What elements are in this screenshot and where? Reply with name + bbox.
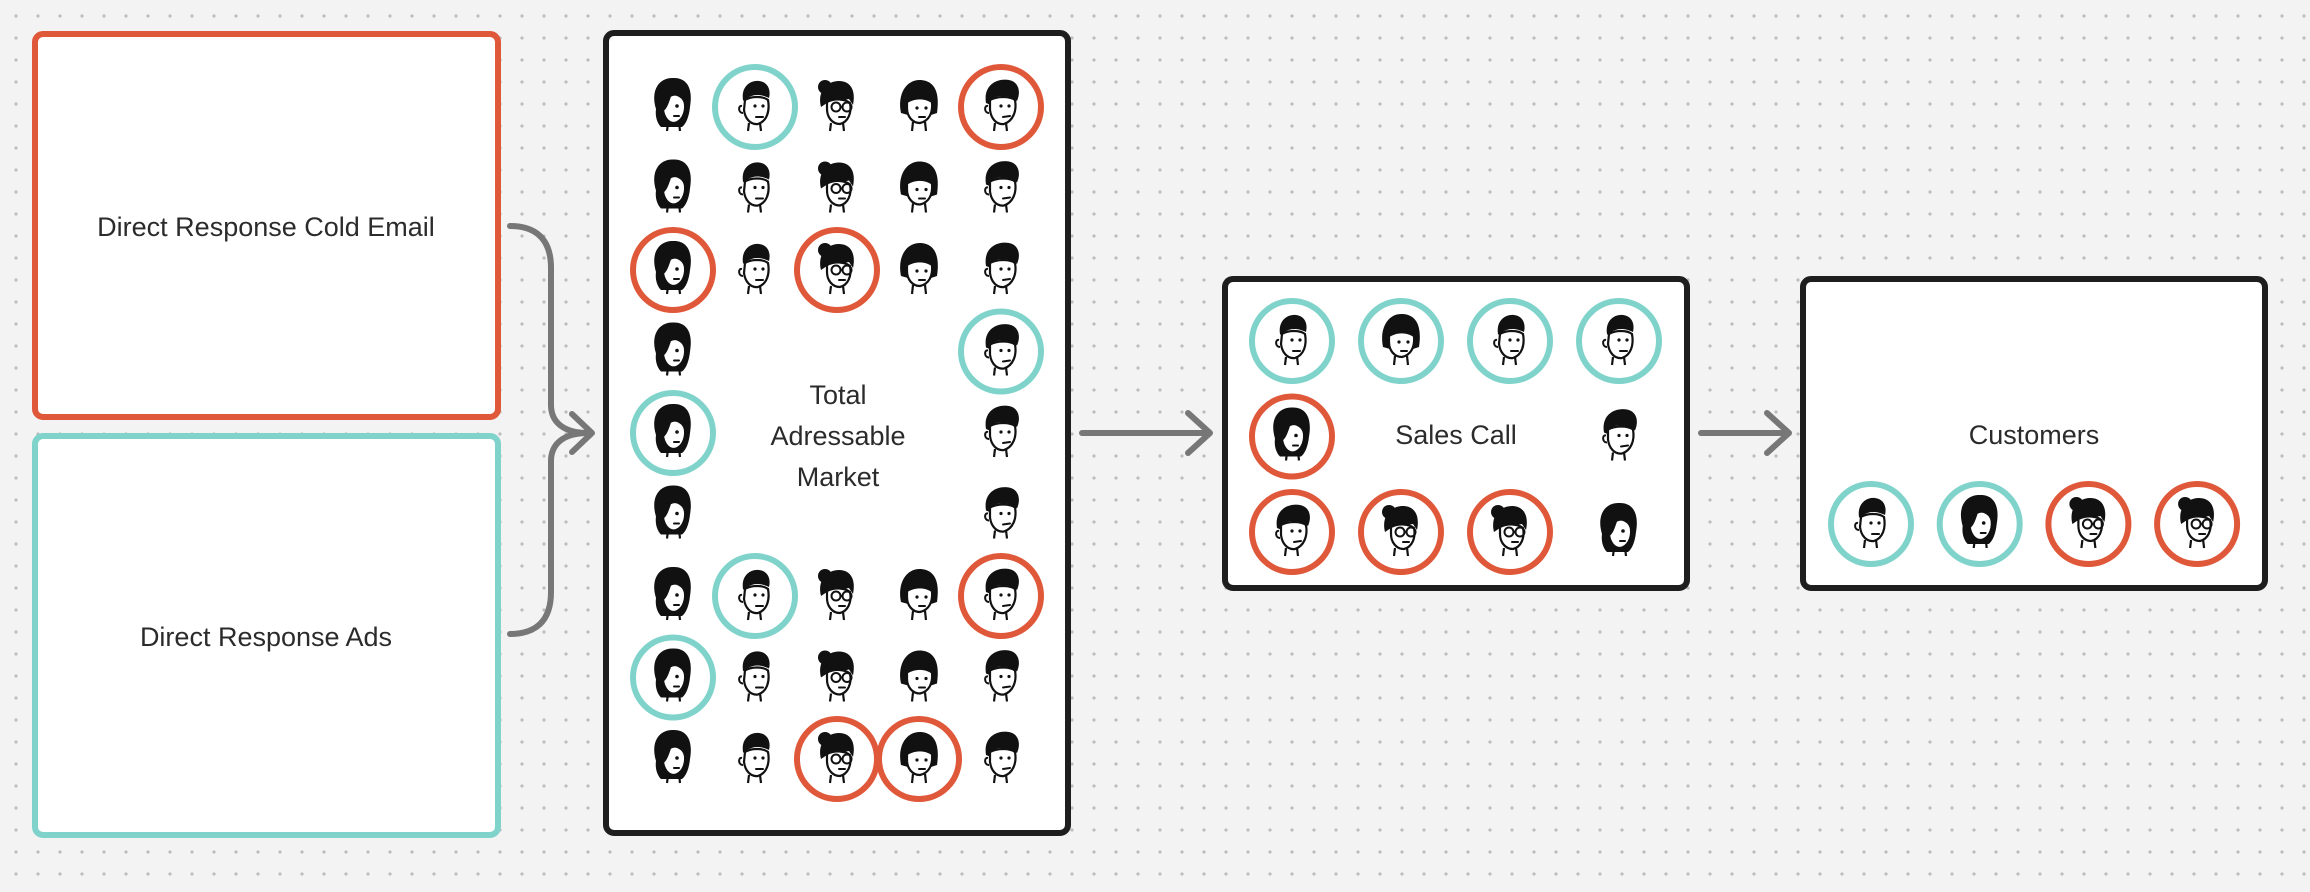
person-icon-ads-ring <box>958 308 1044 395</box>
person-icon <box>653 76 692 133</box>
tam-panel[interactable]: Total Adressable Market <box>603 30 1071 836</box>
person-icon-email-ring <box>876 716 962 802</box>
person-icon <box>653 158 692 214</box>
person-icon <box>653 484 692 540</box>
face-icon <box>653 484 692 540</box>
person-icon-ads-ring <box>1576 298 1662 384</box>
person-icon-ads-ring <box>712 64 798 150</box>
person-icon-ads-ring <box>712 553 798 639</box>
cold-email-label: Direct Response Cold Email <box>97 212 435 242</box>
person-icon-ads-ring <box>1467 298 1553 384</box>
email-connector <box>507 223 591 436</box>
person-icon-email-ring <box>794 227 880 313</box>
person-icon <box>1599 501 1638 558</box>
face-icon <box>653 402 692 459</box>
person-icon-email-ring <box>630 227 716 313</box>
face-icon <box>653 647 692 703</box>
tam-people <box>630 64 1044 802</box>
person-icon <box>653 321 692 377</box>
face-icon <box>653 239 692 296</box>
person-icon <box>653 728 692 785</box>
face-icon <box>653 158 692 214</box>
face-icon <box>1272 406 1311 462</box>
person-icon-email-ring <box>1249 489 1335 575</box>
tam-label-line-3: Market <box>797 462 880 492</box>
customers-people <box>1828 481 2241 567</box>
sales-call-panel[interactable]: Sales Call <box>1222 276 1690 591</box>
sales-call-label: Sales Call <box>1395 420 1517 450</box>
person-icon-ads-ring <box>1358 298 1444 384</box>
tam-label-line-2: Adressable <box>770 421 905 451</box>
person-icon-ads-ring <box>1249 298 1335 384</box>
tam-to-sales-arrow <box>1079 410 1213 456</box>
person-icon-email-ring <box>958 553 1044 639</box>
person-icon-email-ring <box>1467 489 1553 575</box>
tam-label-line-1: Total <box>809 380 866 410</box>
ads-source[interactable]: Direct Response Ads <box>32 433 501 838</box>
person-icon-email-ring <box>2154 481 2241 567</box>
person-icon-email-ring <box>958 64 1044 150</box>
person-icon-ads-ring <box>1828 481 1914 567</box>
person-icon-email-ring <box>2045 481 2132 567</box>
arrowhead <box>569 411 595 455</box>
cold-email-source[interactable]: Direct Response Cold Email <box>32 31 501 420</box>
person-icon-email-ring <box>1358 489 1444 575</box>
sources-to-tam-connector <box>507 223 595 637</box>
person-icon-ads-ring <box>630 390 716 476</box>
sales-to-customers-arrow <box>1698 410 1792 456</box>
person-icon-email-ring <box>794 716 880 802</box>
customers-panel[interactable]: Customers <box>1800 276 2268 591</box>
person-icon-ads-ring <box>1936 481 2023 567</box>
face-icon <box>1599 501 1638 558</box>
face-icon <box>653 728 692 785</box>
ads-label: Direct Response Ads <box>140 622 392 652</box>
person-icon <box>653 565 692 622</box>
face-icon <box>653 321 692 377</box>
face-icon <box>653 565 692 622</box>
customers-label: Customers <box>1969 420 2100 450</box>
person-icon-email-ring <box>1249 393 1335 480</box>
ads-connector <box>507 430 591 637</box>
person-icon-ads-ring <box>630 634 716 721</box>
face-icon <box>1959 493 1999 550</box>
sales-call-people <box>1249 298 1662 575</box>
face-icon <box>653 76 692 133</box>
